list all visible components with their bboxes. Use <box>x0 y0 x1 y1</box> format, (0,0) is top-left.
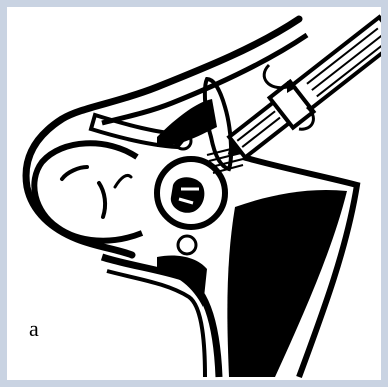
illustration-panel <box>7 7 381 380</box>
spinal-cord <box>171 177 205 213</box>
lower-foramen <box>178 236 196 254</box>
body-fissure-3 <box>115 175 131 187</box>
panel-label: a <box>29 318 39 340</box>
body-fissure-2 <box>99 183 105 217</box>
vertebra-illustration <box>7 7 381 380</box>
body-fissure-1 <box>62 167 87 179</box>
surgical-drill-icon <box>216 14 381 170</box>
right-dark-region <box>227 190 347 377</box>
rotation-arrow-icon <box>264 65 287 88</box>
lower-dark-region <box>157 256 207 308</box>
